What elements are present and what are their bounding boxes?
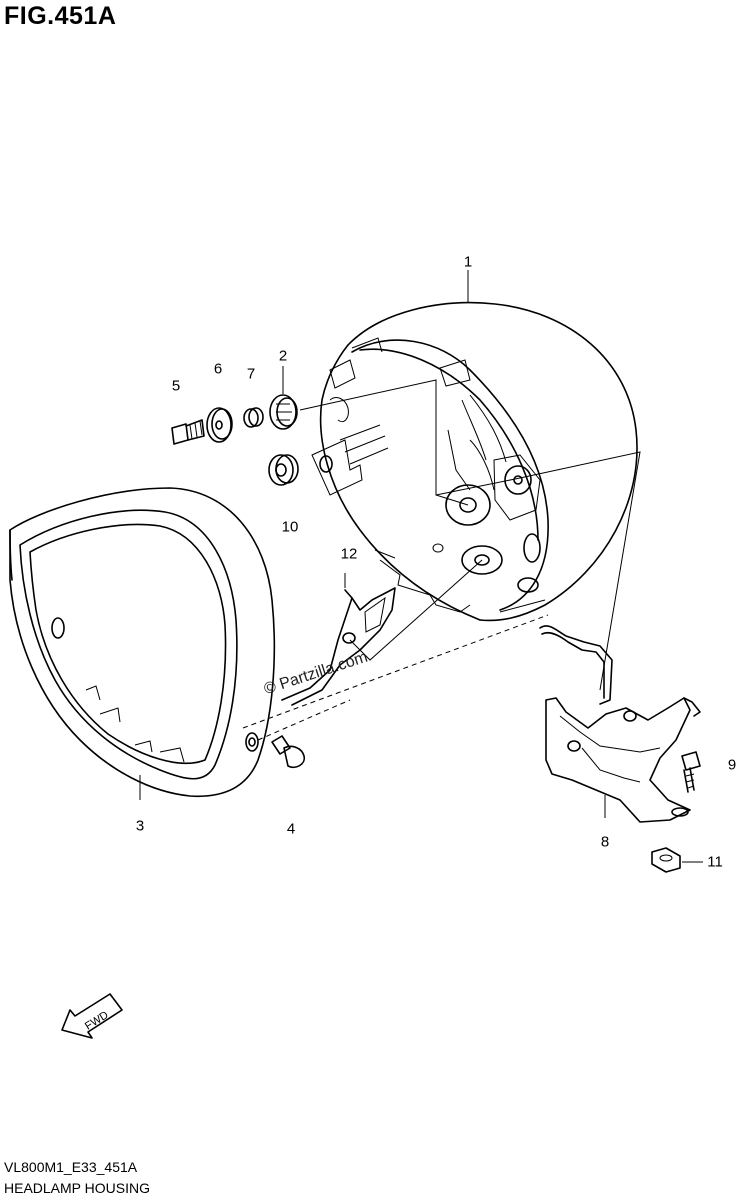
callout-5: 5 bbox=[171, 377, 181, 395]
part-7-collar bbox=[243, 407, 264, 428]
callout-11: 11 bbox=[707, 853, 723, 871]
figure-title: FIG.451A bbox=[4, 2, 117, 30]
callout-9: 9 bbox=[727, 756, 737, 774]
callout-6: 6 bbox=[213, 360, 223, 378]
callout-1: 1 bbox=[463, 253, 473, 271]
part-10-cushion bbox=[268, 454, 299, 486]
figure-code: VL800M1_E33_451A bbox=[4, 1159, 138, 1175]
part-1-housing-shell bbox=[311, 301, 638, 622]
part-6-washer bbox=[206, 407, 233, 443]
part-4-screw bbox=[271, 735, 306, 769]
leader-lines bbox=[139, 270, 703, 863]
part-12-bracket bbox=[281, 587, 396, 706]
callout-3: 3 bbox=[135, 817, 145, 835]
callout-12: 12 bbox=[340, 545, 358, 563]
callout-7: 7 bbox=[246, 365, 256, 383]
figure-name: HEADLAMP HOUSING bbox=[4, 1180, 150, 1196]
part-11-nut bbox=[651, 847, 681, 873]
part-9-bolt bbox=[681, 751, 701, 793]
callout-4: 4 bbox=[286, 820, 296, 838]
part-3-rim bbox=[9, 487, 276, 798]
part-5-bolt bbox=[171, 419, 205, 445]
callout-8: 8 bbox=[600, 833, 610, 851]
fwd-arrow-icon: FWD bbox=[61, 993, 123, 1039]
part-2-grommet bbox=[269, 366, 298, 430]
part-8-mount-bracket bbox=[539, 625, 701, 823]
callout-2: 2 bbox=[278, 347, 288, 365]
callout-10: 10 bbox=[281, 518, 299, 536]
